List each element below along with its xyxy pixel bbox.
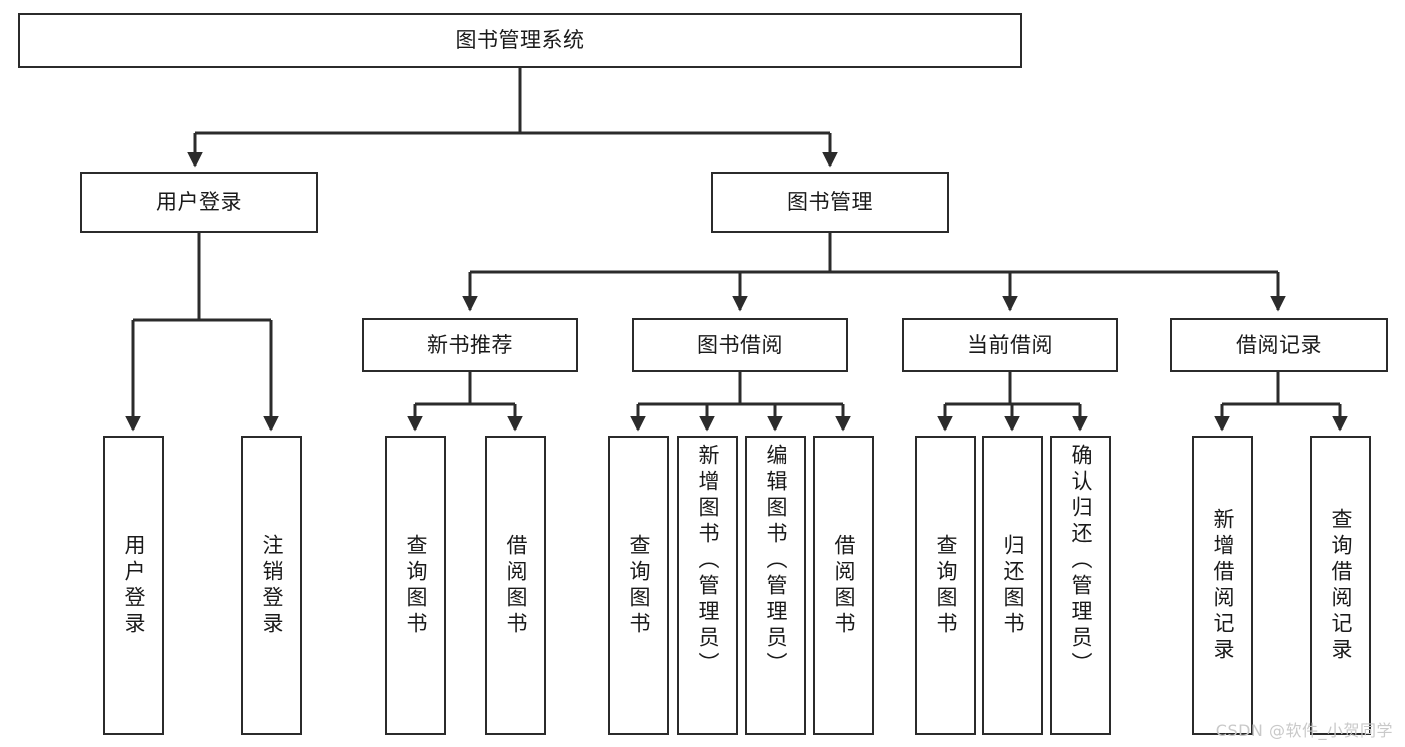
- node-leaf-book-borrow-borrow-book[interactable]: 借阅图书: [813, 436, 874, 735]
- node-root-label: 图书管理系统: [455, 28, 585, 53]
- node-leaf-book-borrow-add-book-admin[interactable]: 新增图书（管理员）: [677, 436, 738, 735]
- node-user-login[interactable]: 用户登录: [80, 172, 318, 233]
- node-book-borrow[interactable]: 图书借阅: [632, 318, 848, 372]
- node-user-login-label: 用户登录: [156, 190, 242, 215]
- node-leaf-label: 注销登录: [260, 533, 284, 638]
- node-leaf-label: 查询图书: [404, 533, 428, 638]
- node-leaf-user-login-login[interactable]: 用户登录: [103, 436, 164, 735]
- node-leaf-current-borrow-confirm-return-admin[interactable]: 确认归还（管理员）: [1050, 436, 1111, 735]
- node-leaf-current-borrow-query-book[interactable]: 查询图书: [915, 436, 976, 735]
- node-root-book-management-system[interactable]: 图书管理系统: [18, 13, 1022, 68]
- node-leaf-label: 新增借阅记录: [1211, 507, 1235, 664]
- node-leaf-borrow-record-query-record[interactable]: 查询借阅记录: [1310, 436, 1371, 735]
- node-new-book-recommend[interactable]: 新书推荐: [362, 318, 578, 372]
- node-leaf-book-borrow-edit-book-admin[interactable]: 编辑图书（管理员）: [745, 436, 806, 735]
- node-book-management-label: 图书管理: [787, 190, 873, 215]
- node-leaf-current-borrow-return-book[interactable]: 归还图书: [982, 436, 1043, 735]
- node-borrow-record-label: 借阅记录: [1236, 332, 1322, 357]
- node-leaf-label: 查询图书: [934, 533, 958, 638]
- node-current-borrow[interactable]: 当前借阅: [902, 318, 1118, 372]
- node-new-book-recommend-label: 新书推荐: [427, 332, 513, 357]
- node-leaf-borrow-record-add-record[interactable]: 新增借阅记录: [1192, 436, 1253, 735]
- node-borrow-record[interactable]: 借阅记录: [1170, 318, 1388, 372]
- node-leaf-label: 新增图书（管理员）: [696, 444, 720, 678]
- node-leaf-user-login-logout[interactable]: 注销登录: [241, 436, 302, 735]
- node-leaf-label: 借阅图书: [504, 533, 528, 638]
- node-leaf-new-book-query-book[interactable]: 查询图书: [385, 436, 446, 735]
- node-leaf-label: 借阅图书: [832, 533, 856, 638]
- node-leaf-book-borrow-query-book[interactable]: 查询图书: [608, 436, 669, 735]
- node-leaf-new-book-borrow-book[interactable]: 借阅图书: [485, 436, 546, 735]
- node-book-borrow-label: 图书借阅: [697, 332, 783, 357]
- node-leaf-label: 归还图书: [1001, 533, 1025, 638]
- node-leaf-label: 用户登录: [122, 533, 146, 638]
- node-leaf-label: 确认归还（管理员）: [1069, 444, 1093, 678]
- node-book-management[interactable]: 图书管理: [711, 172, 949, 233]
- node-leaf-label: 查询借阅记录: [1329, 507, 1353, 664]
- node-leaf-label: 查询图书: [627, 533, 651, 638]
- node-leaf-label: 编辑图书（管理员）: [764, 444, 788, 678]
- node-current-borrow-label: 当前借阅: [967, 332, 1053, 357]
